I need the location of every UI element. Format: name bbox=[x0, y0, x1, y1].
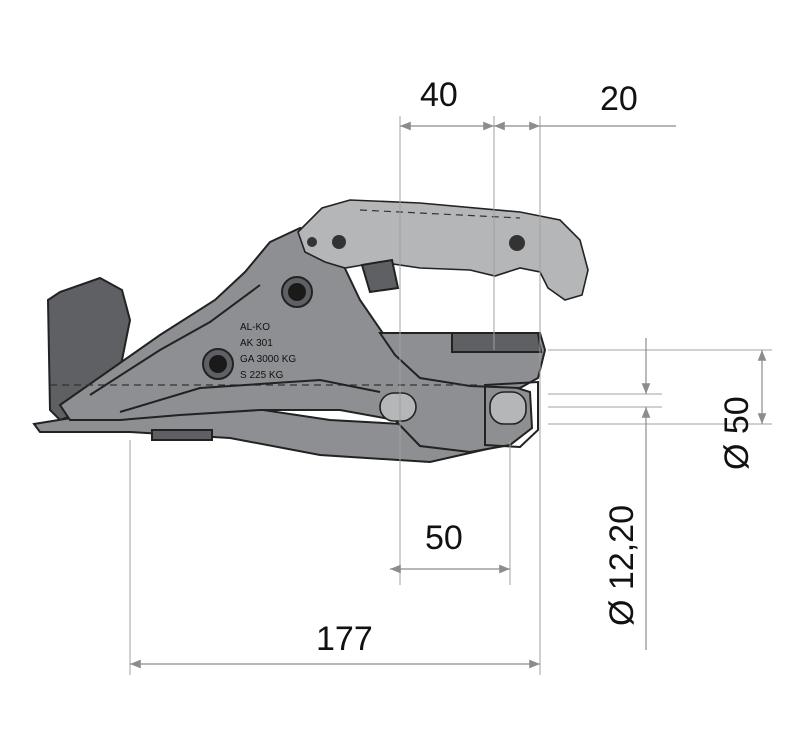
handle bbox=[297, 199, 589, 301]
stamp-line-3: GA 3000 KG bbox=[240, 354, 296, 365]
stamp-line-2: AK 301 bbox=[240, 338, 273, 349]
stamp-line-1: AL-KO bbox=[240, 322, 270, 333]
dimension-labels: 40 20 50 177 Ø 50 Ø 12,20 bbox=[316, 76, 756, 658]
stamp-text: AL-KO AK 301 GA 3000 KG S 225 KG bbox=[240, 322, 296, 381]
upper-hole-bore bbox=[288, 283, 306, 301]
dim-20-label: 20 bbox=[600, 80, 638, 118]
socket-insert bbox=[451, 332, 543, 353]
stamp-line-4: S 225 KG bbox=[240, 370, 284, 381]
dim-diameter-12-20-label: Ø 12,20 bbox=[603, 505, 641, 626]
extension-lines bbox=[129, 116, 772, 675]
lower-hole-bore bbox=[209, 355, 227, 373]
housing-inner-edge bbox=[89, 284, 381, 413]
dim-177-label: 177 bbox=[316, 620, 373, 658]
handle-pin bbox=[307, 237, 317, 247]
slot-left bbox=[379, 392, 417, 422]
slot-right bbox=[489, 391, 527, 425]
coupling-body bbox=[32, 199, 589, 464]
dim-diameter-50-label: Ø 50 bbox=[718, 396, 756, 470]
base-lug bbox=[151, 429, 213, 441]
dim-40-label: 40 bbox=[420, 76, 458, 114]
handle-pivot-right bbox=[509, 235, 525, 251]
dim-50-horizontal-label: 50 bbox=[425, 519, 463, 557]
socket-lower bbox=[484, 380, 539, 449]
handle-pivot-left bbox=[332, 235, 346, 249]
handle-spring-block bbox=[360, 258, 400, 294]
handle-hidden-edge bbox=[359, 209, 521, 219]
dimension-lines bbox=[130, 121, 767, 669]
